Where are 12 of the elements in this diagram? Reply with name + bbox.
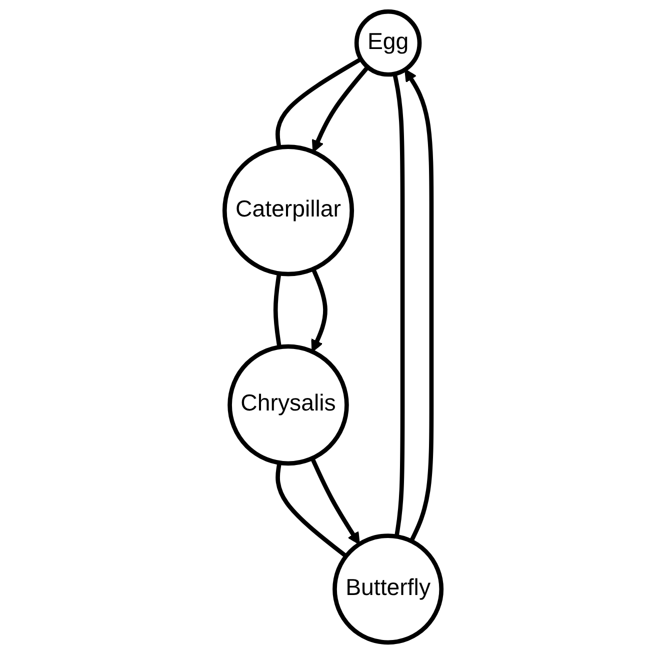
arrow bbox=[404, 68, 434, 542]
connector bbox=[276, 462, 348, 558]
arrow bbox=[311, 268, 328, 352]
connector bbox=[275, 57, 362, 148]
connector bbox=[392, 73, 405, 537]
node-circle: Butterfly bbox=[332, 534, 444, 645]
node-circle: Chrysalis bbox=[228, 344, 349, 466]
arrow bbox=[312, 66, 370, 153]
node-circle: Egg bbox=[354, 9, 422, 77]
connector bbox=[273, 273, 282, 348]
node-circle: Caterpillar bbox=[222, 144, 354, 276]
arrow bbox=[310, 457, 360, 545]
